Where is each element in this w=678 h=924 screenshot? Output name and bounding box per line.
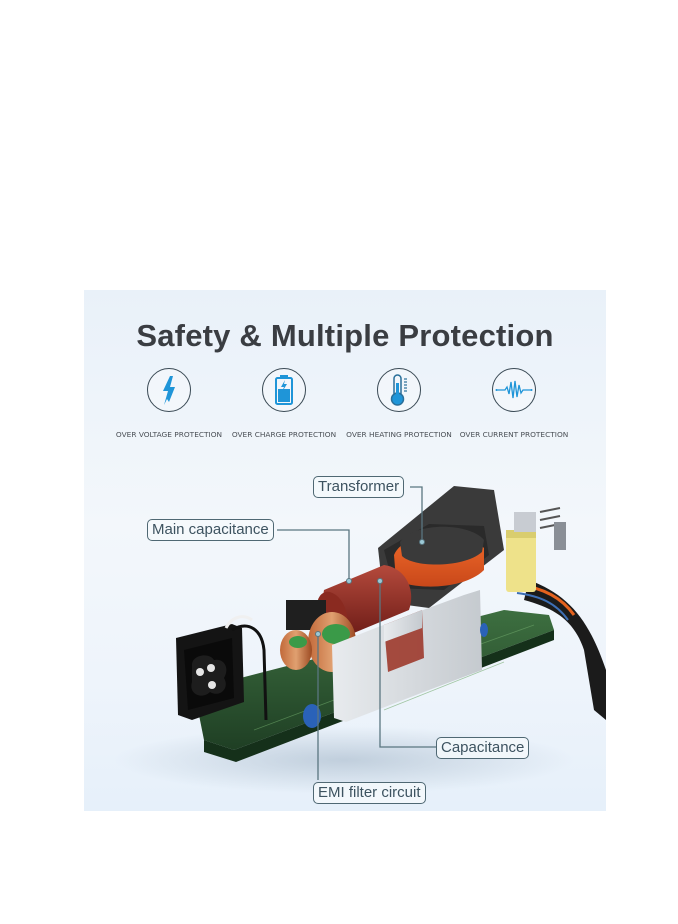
feature-label: OVER CHARGE PROTECTION [231, 430, 337, 439]
feature-label: OVER CURRENT PROTECTION [459, 430, 569, 439]
feature-label: OVER VOLTAGE PROTECTION [115, 430, 223, 439]
thermometer-icon [377, 368, 421, 412]
protection-features: OVER VOLTAGE PROTECTION OVER CHARGE PROT… [84, 368, 606, 448]
page-title: Safety & Multiple Protection [136, 318, 554, 353]
feature-over-current: OVER CURRENT PROTECTION [449, 368, 579, 439]
callout-main-capacitance: Main capacitance [147, 519, 274, 541]
product-infographic-panel: Safety & Multiple Protection OVER VOLTAG… [84, 290, 606, 811]
feature-over-charge: OVER CHARGE PROTECTION [219, 368, 349, 439]
feature-label: OVER HEATING PROTECTION [346, 430, 452, 439]
callout-capacitance: Capacitance [436, 737, 530, 759]
battery-charge-icon [262, 368, 306, 412]
lightning-bolt-icon [147, 368, 191, 412]
callout-emi-filter-circuit: EMI filter circuit [313, 782, 426, 804]
callout-transformer: Transformer [313, 476, 405, 498]
feature-over-heating: OVER HEATING PROTECTION [334, 368, 464, 439]
power-supply-pcb-illustration [114, 486, 606, 794]
feature-over-voltage: OVER VOLTAGE PROTECTION [104, 368, 234, 439]
waveform-icon [492, 368, 536, 412]
